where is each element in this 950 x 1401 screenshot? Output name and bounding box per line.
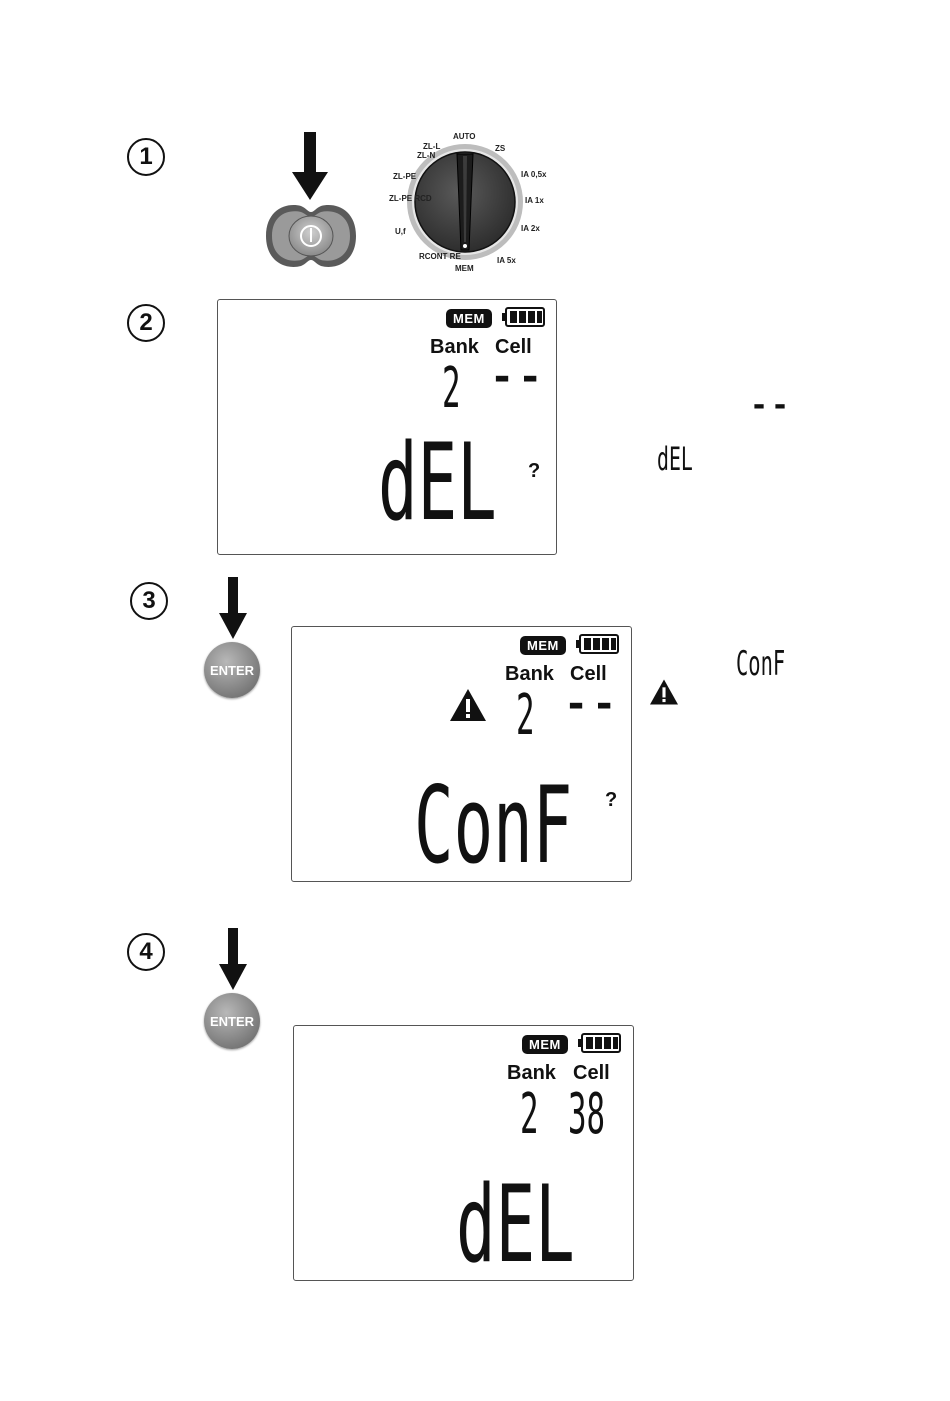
step-2-number: 2 xyxy=(127,304,165,342)
mem-indicator: MEM xyxy=(446,309,492,328)
down-arrow-icon xyxy=(218,928,248,990)
warning-icon xyxy=(448,687,488,723)
question-mark: ? xyxy=(528,460,540,483)
dial-label-ia-2x: IA 2x xyxy=(521,224,540,233)
question-mark: ? xyxy=(605,789,617,812)
enter-button[interactable]: ENTER xyxy=(204,993,260,1049)
dial-label-uf: U,f xyxy=(395,227,406,236)
side-conf-glyph: ConF xyxy=(736,644,785,684)
main-display: dEL xyxy=(456,1172,575,1278)
down-arrow-icon xyxy=(290,132,330,202)
step-1-number: 1 xyxy=(127,138,165,176)
dial-label-zll: ZL-L xyxy=(423,142,440,151)
down-arrow-icon xyxy=(218,577,248,639)
side-del-glyph: dEL xyxy=(657,440,693,478)
dial-label-mem: MEM xyxy=(455,264,474,273)
enter-button[interactable]: ENTER xyxy=(204,642,260,698)
lcd-screen-step4: MEM Bank Cell 2 38 dEL xyxy=(293,1025,634,1281)
mem-indicator: MEM xyxy=(520,636,566,655)
cell-value: -- xyxy=(564,681,620,727)
lcd-screen-step3: MEM Bank Cell 2 -- ConF ? xyxy=(291,626,632,882)
rotary-dial[interactable]: AUTO ZL-L ZL-N ZL-PE ZL-PE RCD U,f RCONT… xyxy=(385,132,545,272)
dial-label-zs: ZS xyxy=(495,144,505,153)
cell-value: -- xyxy=(490,354,546,400)
bank-value: 2 xyxy=(516,683,535,748)
side-dashes-glyph: -- xyxy=(750,388,792,423)
bank-value: 2 xyxy=(520,1082,539,1147)
main-display: ConF xyxy=(414,773,572,879)
dial-label-ia-1x: IA 1x xyxy=(525,196,544,205)
dial-label-zlpe-rcd: ZL-PE RCD xyxy=(389,194,432,203)
dial-label-ia-5x: IA 5x xyxy=(497,256,516,265)
dial-label-ia-05x: IA 0,5x xyxy=(521,170,547,179)
main-display: dEL xyxy=(378,430,497,536)
dial-label-zlpe: ZL-PE xyxy=(393,172,416,181)
battery-icon xyxy=(576,634,620,654)
dial-label-zln: ZL-N xyxy=(417,151,435,160)
power-button[interactable] xyxy=(256,198,366,274)
step-4-number: 4 xyxy=(127,933,165,971)
mem-indicator: MEM xyxy=(522,1035,568,1054)
lcd-screen-step2: MEM Bank Cell 2 -- dEL ? xyxy=(217,299,557,555)
warning-icon xyxy=(648,678,680,706)
battery-icon xyxy=(502,307,546,327)
cell-value: 38 xyxy=(568,1082,605,1147)
step-3-number: 3 xyxy=(130,582,168,620)
dial-label-auto: AUTO xyxy=(453,132,476,141)
dial-label-rcont: RCONT RE xyxy=(419,252,461,261)
bank-value: 2 xyxy=(442,356,461,421)
battery-icon xyxy=(578,1033,622,1053)
